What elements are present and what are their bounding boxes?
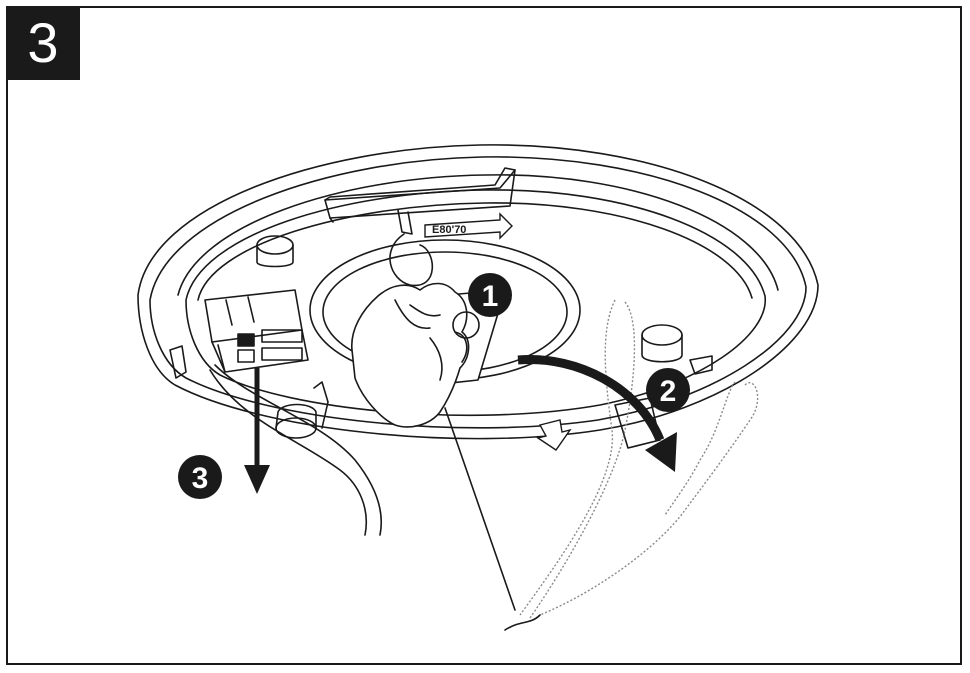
hanging-hook <box>389 209 434 287</box>
supply-wires <box>209 364 383 536</box>
embossed-arrow-label: E80'70 <box>424 212 513 240</box>
step-number-badge: 3 <box>6 6 80 80</box>
top-bracket <box>324 167 516 223</box>
mount-post-left <box>256 235 294 268</box>
pull-down-arrow <box>244 368 270 494</box>
embossed-text: E80'70 <box>432 224 466 236</box>
wire-connector-block <box>204 289 309 373</box>
svg-text:1: 1 <box>482 280 499 313</box>
svg-text:3: 3 <box>192 462 209 495</box>
rotate-arrow <box>517 355 677 472</box>
release-direction-arrow <box>536 419 572 451</box>
callout-2: 2 <box>646 368 690 412</box>
side-tab-right <box>689 355 713 375</box>
swinging-cord-dotted <box>519 299 759 619</box>
svg-text:2: 2 <box>660 375 677 408</box>
cord-end <box>504 614 541 631</box>
mount-post-right <box>641 324 683 363</box>
side-tab-left <box>169 345 187 379</box>
cable-clamp <box>275 381 329 439</box>
illustration-frame <box>6 6 962 665</box>
callout-3: 3 <box>178 455 222 499</box>
canopy-rim <box>137 144 819 440</box>
callout-1: 1 <box>468 273 512 317</box>
screw <box>452 311 480 339</box>
hand <box>351 282 470 428</box>
mounting-plate <box>185 189 766 417</box>
pull-cord <box>444 407 516 611</box>
